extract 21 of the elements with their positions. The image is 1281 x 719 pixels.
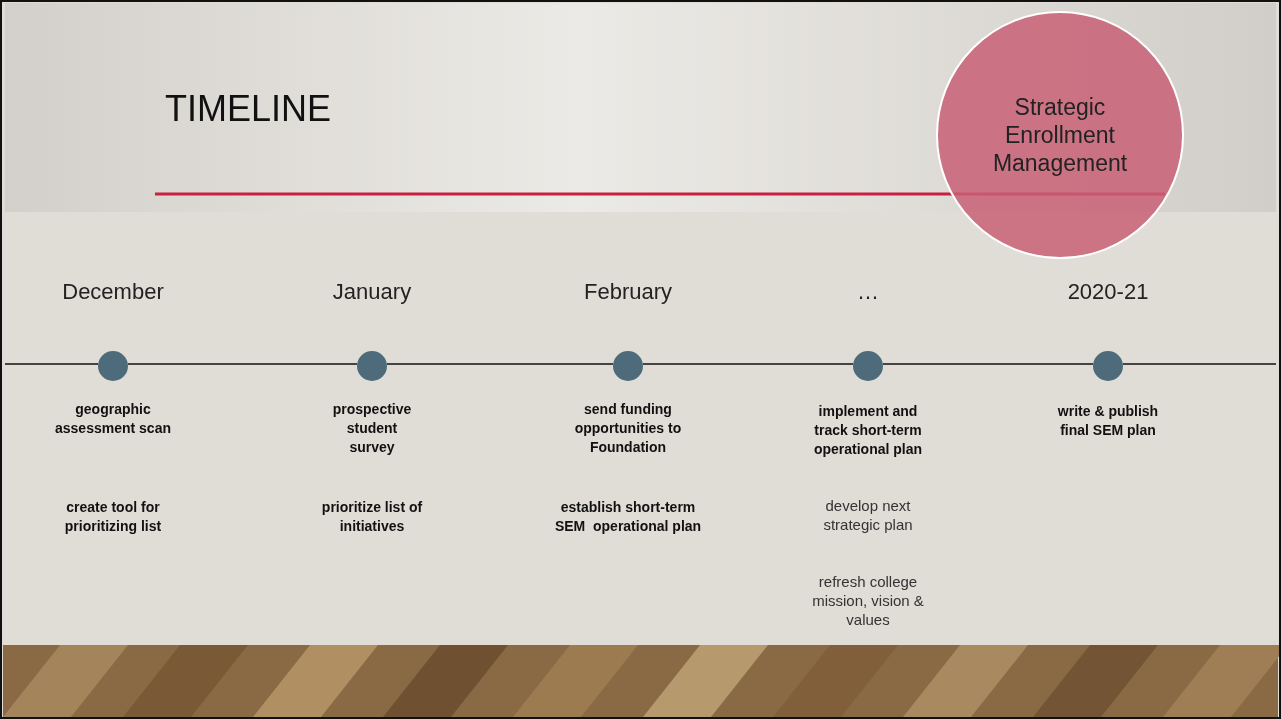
period-label: … (856, 279, 880, 305)
task-text: prospective student survey (331, 400, 413, 457)
task-text: refresh college mission, vision & values (811, 572, 925, 629)
topic-label: Strategic Enrollment Management (991, 93, 1129, 177)
task-text: write & publish final SEM plan (1056, 402, 1160, 440)
slide-title: TIMELINE (165, 88, 332, 130)
task-text: prioritize list of initiatives (320, 498, 424, 536)
task-text: send funding opportunities to Foundation (573, 400, 683, 457)
period-label: December (61, 279, 165, 305)
period-label: February (582, 279, 673, 305)
period-label: January (331, 279, 413, 305)
task-text: geographic assessment scan (54, 400, 172, 438)
task-text: implement and track short-term operational plan (812, 402, 924, 459)
timeline-line (127, 363, 358, 365)
task-text: establish short-term SEM operational plan (553, 498, 703, 536)
timeline-line (642, 363, 854, 365)
task-text: develop next strategic plan (822, 496, 914, 534)
period-label: 2020-21 (1066, 279, 1150, 305)
timeline-line (386, 363, 614, 365)
timeline-line (882, 363, 1094, 365)
task-text: create tool for prioritizing list (63, 498, 163, 536)
